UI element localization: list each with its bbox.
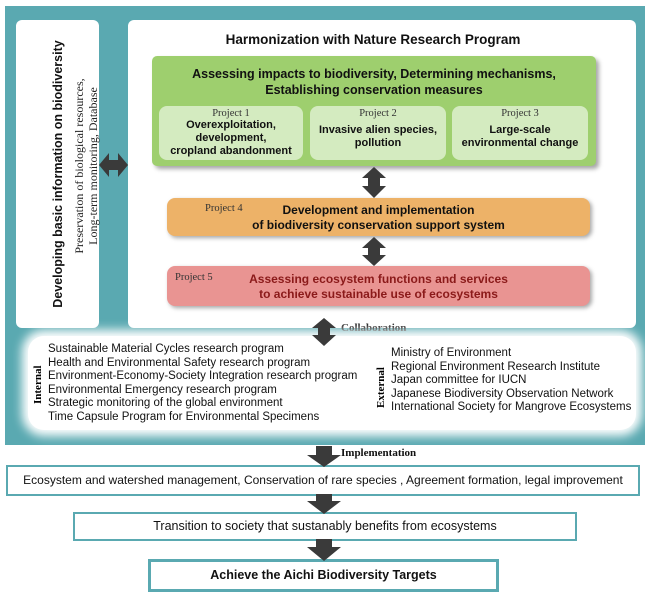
list-item: Japanese Biodiversity Observation Networ… — [391, 387, 614, 400]
impacts-assessment-box: Assessing impacts to biodiversity, Deter… — [152, 56, 596, 166]
implementation-box: Ecosystem and watershed management, Cons… — [6, 465, 640, 496]
list-item: Health and Environmental Safety research… — [48, 356, 311, 369]
impacts-heading-line1: Assessing impacts to biodiversity, Deter… — [192, 67, 556, 81]
impacts-heading-line2: Establishing conservation measures — [265, 83, 483, 97]
internal-programs-list: Sustainable Material Cycles research pro… — [48, 343, 357, 425]
down-arrow-implementation — [307, 446, 341, 467]
implementation-label: Implementation — [341, 447, 417, 459]
project-2-line2: pollution — [354, 137, 402, 149]
project-1-line3: cropland abandonment — [170, 145, 292, 157]
up-down-arrow-collaboration — [312, 318, 336, 346]
project-2-box: Project 2 Invasive alien species, pollut… — [310, 106, 446, 160]
list-item: Environment-Economy-Society Integration … — [48, 370, 358, 383]
project-3-line1: Large-scale — [489, 124, 551, 136]
down-arrow-transition — [307, 494, 341, 514]
list-item: Ministry of Environment — [391, 347, 512, 359]
basic-information-panel: Developing basic information on biodiver… — [16, 20, 100, 328]
left-right-double-arrow — [99, 153, 128, 177]
project-1-box: Project 1 Overexploitation, development,… — [159, 106, 303, 160]
project-4-line2: of biodiversity conservation support sys… — [252, 218, 505, 232]
external-partners-list: Ministry of Environment Regional Environ… — [391, 347, 631, 415]
project-5-line2: to achieve sustainable use of ecosystems — [259, 287, 498, 301]
list-item: Strategic monitoring of the global envir… — [48, 397, 283, 410]
up-down-arrow-1 — [362, 167, 386, 198]
list-item: Environmental Emergency research program — [48, 383, 277, 396]
project-2-line1: Invasive alien species, — [318, 124, 438, 136]
project-4-box: Project 4 Development and implementation… — [167, 198, 590, 236]
project-3-label: Project 3 — [501, 108, 539, 119]
project-3-box: Project 3 Large-scale environmental chan… — [452, 106, 588, 160]
list-item: Japan committee for IUCN — [391, 374, 527, 387]
collaboration-label: Collaboration — [341, 322, 407, 334]
impacts-assessment-heading: Assessing impacts to biodiversity, Deter… — [152, 66, 596, 98]
collaboration-box: Internal Sustainable Material Cycles res… — [28, 336, 636, 430]
project-5-box: Project 5 Assessing ecosystem functions … — [167, 266, 590, 306]
project-1-label: Project 1 — [212, 108, 250, 119]
project-2-label: Project 2 — [359, 108, 397, 119]
project-4-label: Project 4 — [205, 203, 243, 214]
project-5-title: Assessing ecosystem functions and servic… — [167, 272, 590, 302]
list-item: Sustainable Material Cycles research pro… — [48, 343, 284, 355]
project-4-line1: Development and implementation — [282, 203, 475, 217]
project-1-line1: Overexploitation, — [186, 119, 276, 131]
project-1-line2: development, — [195, 132, 267, 144]
program-title: Harmonization with Nature Research Progr… — [225, 32, 521, 47]
project-3-line2: environmental change — [461, 137, 579, 149]
down-arrow-goal — [307, 539, 341, 561]
list-item: Regional Environment Research Institute — [391, 360, 601, 373]
project-5-line1: Assessing ecosystem functions and servic… — [249, 272, 508, 286]
list-item: Time Capsule Program for Environmental S… — [48, 410, 320, 423]
project-4-title: Development and implementation of biodiv… — [167, 203, 590, 233]
project-5-label: Project 5 — [175, 272, 213, 283]
list-item: International Society for Mangrove Ecosy… — [391, 401, 632, 414]
up-down-arrow-2 — [362, 237, 386, 266]
